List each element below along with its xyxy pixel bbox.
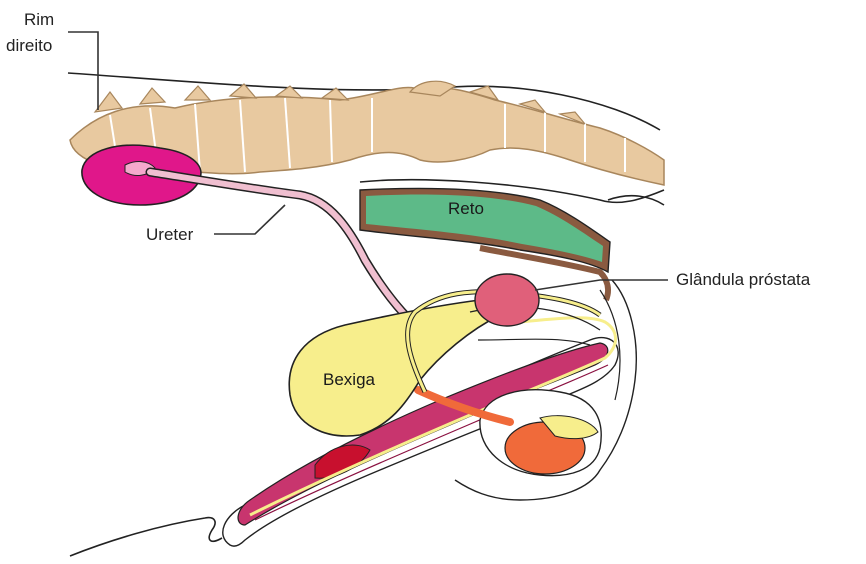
label-kidney-line2: direito <box>6 36 52 55</box>
label-ureter: Ureter <box>146 225 194 244</box>
prostate-gland <box>475 274 539 326</box>
label-kidney-line1: Rim <box>24 10 54 29</box>
leader-prostate <box>535 280 668 290</box>
leader-ureter <box>214 205 285 234</box>
label-rectum: Reto <box>448 199 484 218</box>
belly-contour <box>70 518 222 556</box>
label-bladder: Bexiga <box>323 370 376 389</box>
label-prostate: Glândula próstata <box>676 270 811 289</box>
leader-kidney <box>68 32 98 110</box>
